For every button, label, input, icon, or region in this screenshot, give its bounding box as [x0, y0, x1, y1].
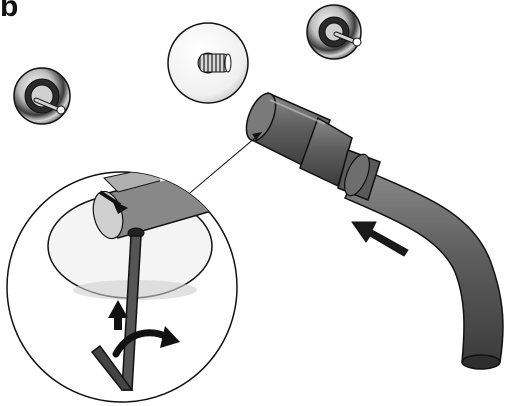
right-valve	[307, 5, 361, 59]
left-valve	[14, 68, 70, 124]
detail-zoom	[7, 166, 237, 402]
push-arrow-icon	[352, 222, 408, 256]
leader-line	[178, 132, 262, 203]
center-valve	[168, 23, 248, 103]
